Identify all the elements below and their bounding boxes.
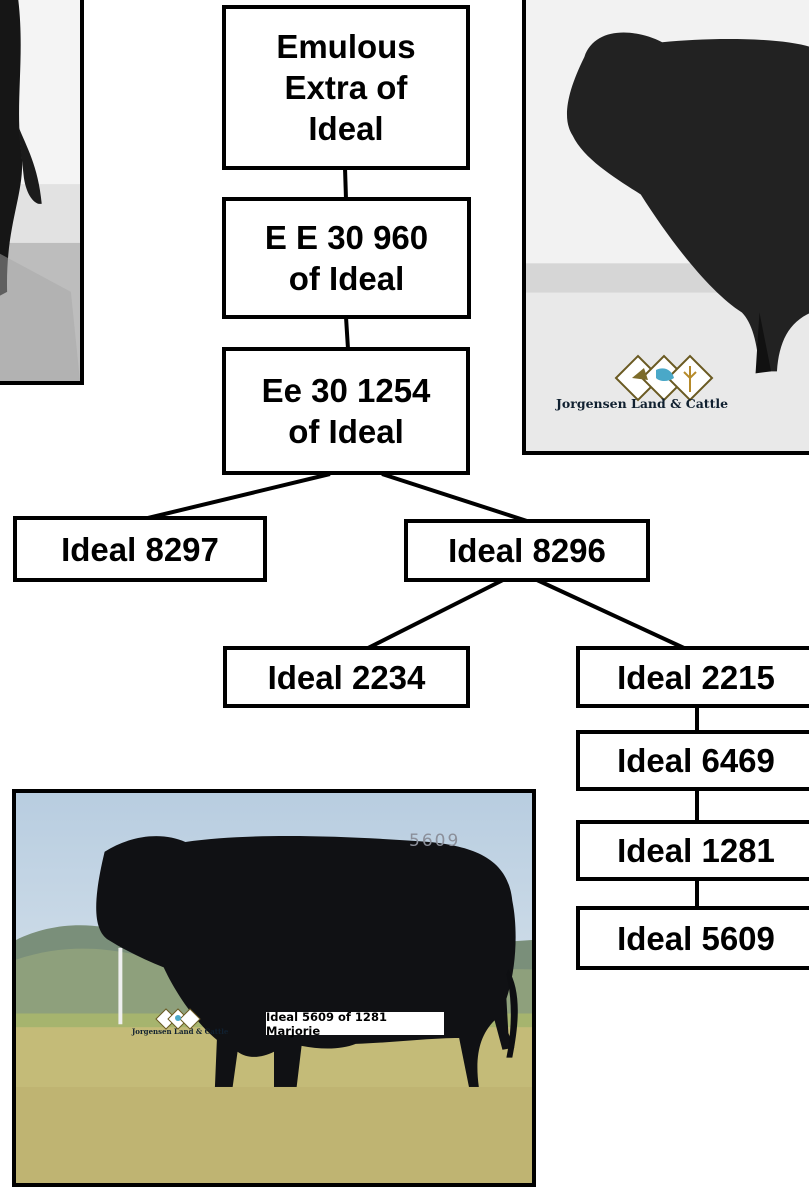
node-ideal-8297: Ideal 8297 bbox=[13, 516, 267, 582]
jlc-logo-top: Jorgensen Land & Cattle bbox=[556, 338, 746, 418]
connector-ee301254-ideal8296 bbox=[381, 472, 528, 523]
jlc-logo-text-top: Jorgensen Land & Cattle bbox=[556, 396, 729, 411]
connector-ideal8296-ideal2234 bbox=[367, 578, 504, 650]
bull-brand-number: 5609 bbox=[409, 831, 461, 851]
node-ideal-6469: Ideal 6469 bbox=[576, 730, 809, 791]
jlc-logo-text-bottom: Jorgensen Land & Cattle bbox=[132, 1027, 229, 1036]
node-ideal-2215: Ideal 2215 bbox=[576, 646, 809, 708]
photo-top-right-bull: Jorgensen Land & Cattle bbox=[522, 0, 809, 455]
jlc-logo-bottom: Jorgensen Land & Cattle bbox=[128, 999, 238, 1039]
node-ideal-8296: Ideal 8296 bbox=[404, 519, 650, 582]
jlc-diamond-logo-icon bbox=[614, 354, 714, 402]
connector-ideal8296-ideal2215 bbox=[536, 578, 685, 650]
node-ee-30-1254-of-ideal: Ee 30 1254 of Ideal bbox=[222, 347, 470, 475]
connector-ee30960-ee301254 bbox=[344, 316, 350, 350]
photo-caption: Ideal 5609 of 1281 Marjorie bbox=[266, 1010, 444, 1038]
node-ee-30-960-of-ideal: E E 30 960 of Ideal bbox=[222, 197, 471, 319]
photo-ideal-5609: 5609 Jorgensen Land & Cattle Ideal 5609 … bbox=[12, 789, 536, 1187]
node-ideal-5609: Ideal 5609 bbox=[576, 906, 809, 970]
connector-ee301254-ideal8297 bbox=[147, 472, 331, 520]
node-ideal-1281: Ideal 1281 bbox=[576, 820, 809, 881]
photo-top-left-bull bbox=[0, 0, 84, 385]
node-ideal-2234: Ideal 2234 bbox=[223, 646, 470, 708]
node-emulous-extra-of-ideal: Emulous Extra of Ideal bbox=[222, 5, 470, 170]
connector-emulous-ee30960 bbox=[343, 167, 348, 200]
jlc-diamond-logo-small-icon bbox=[155, 1008, 201, 1030]
